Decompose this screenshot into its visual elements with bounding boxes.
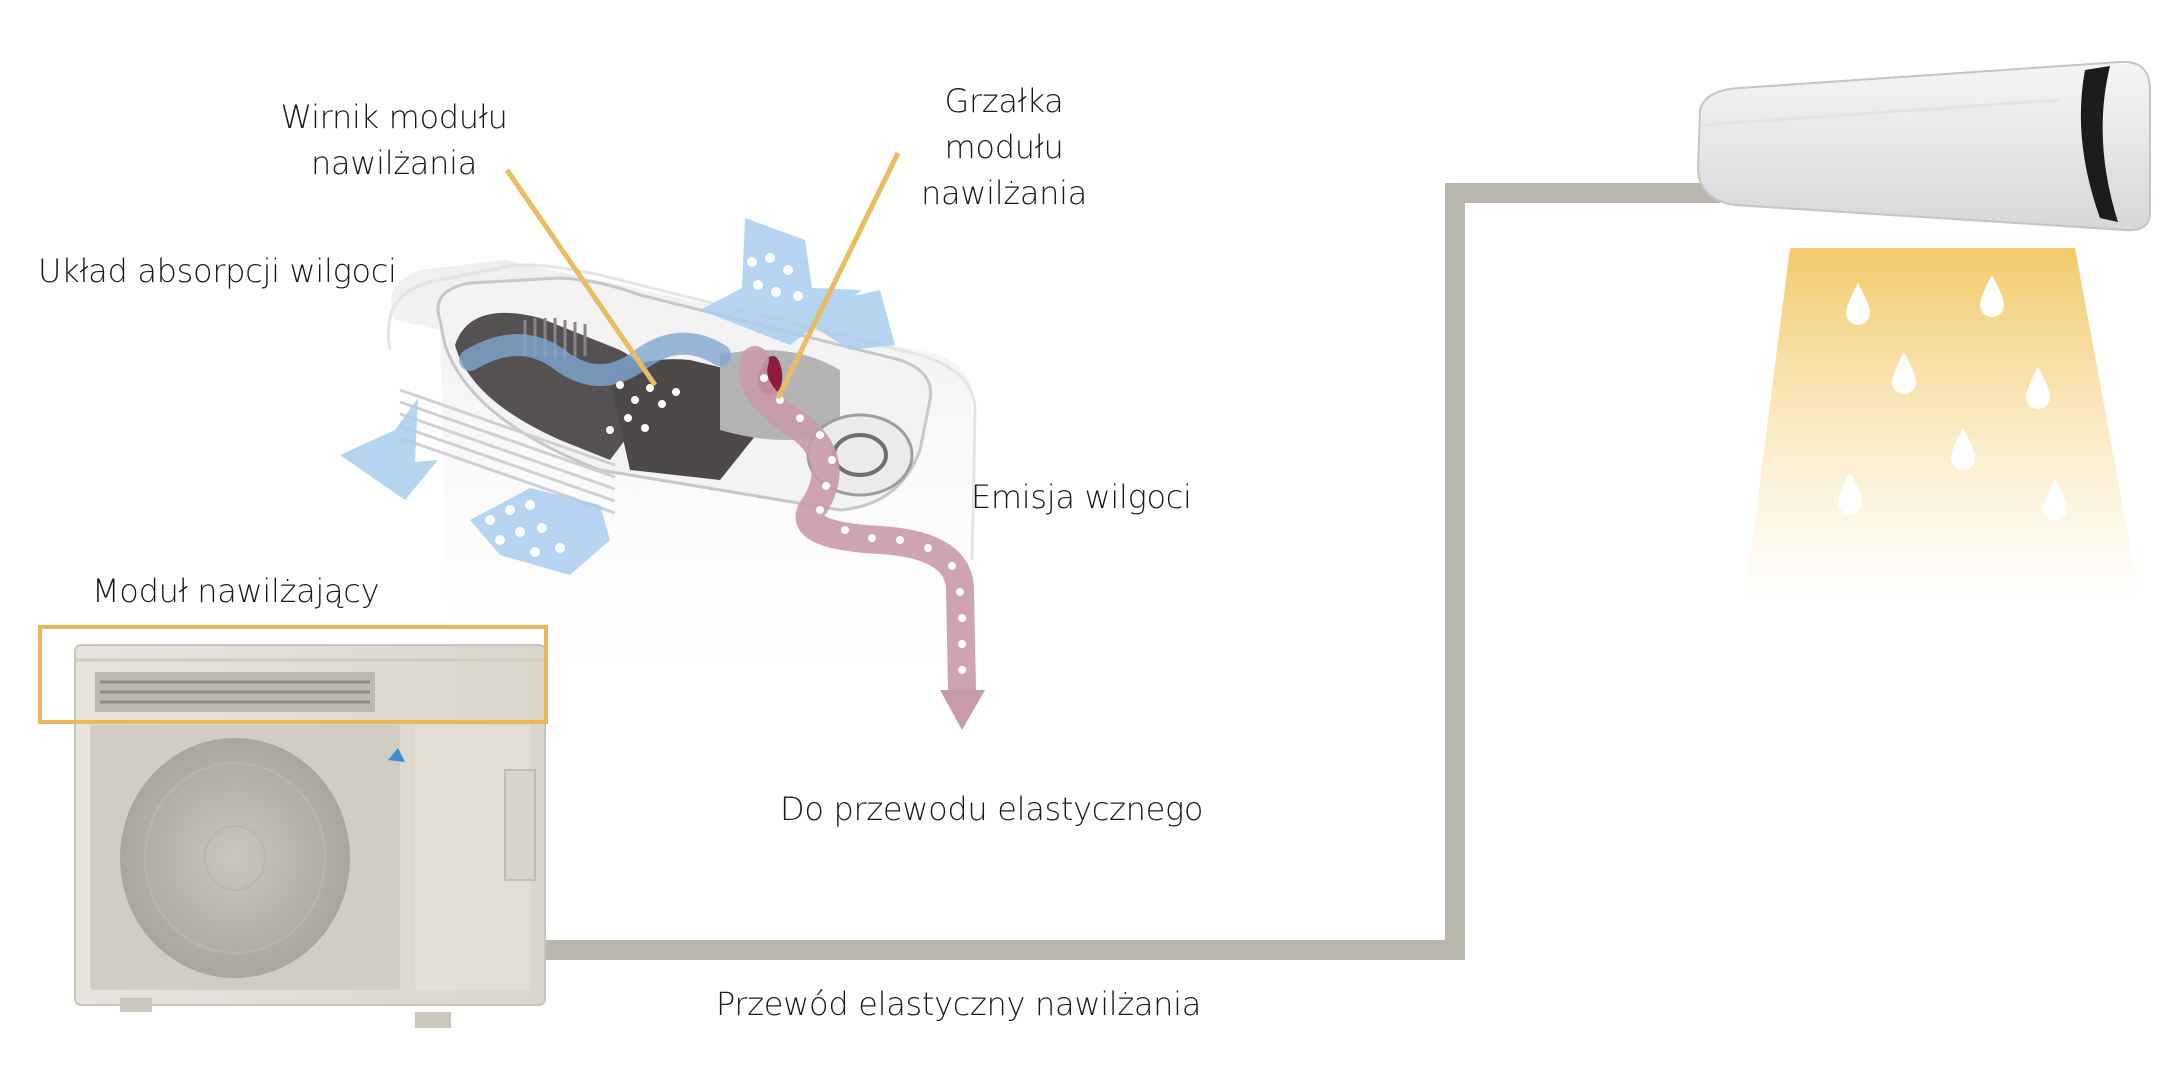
rotor-label-line1: Wirnik modułu bbox=[280, 98, 508, 136]
heater-callout-line bbox=[775, 151, 901, 400]
module-highlight-box bbox=[38, 625, 548, 724]
rotor-label: Wirnik modułu nawilżania bbox=[280, 94, 507, 186]
rotor-callout-line bbox=[504, 168, 658, 387]
heater-label-line1: Grzałka bbox=[944, 82, 1064, 120]
absorption-label: Układ absorpcji wilgoci bbox=[38, 252, 397, 290]
humidification-hose bbox=[545, 183, 1720, 960]
moisture-dots bbox=[760, 374, 966, 674]
heater-label: Grzałka modułu nawilżania bbox=[921, 78, 1087, 216]
moisture-flow-arrowhead bbox=[940, 690, 985, 730]
humid-air-beam bbox=[1745, 248, 2140, 600]
air-flow-dots bbox=[485, 253, 803, 557]
moisture-flow bbox=[739, 346, 976, 704]
outdoor-unit-icon bbox=[74, 644, 546, 1028]
water-drop-icon bbox=[1838, 275, 2067, 521]
module-label: Moduł nawilżający bbox=[92, 572, 380, 610]
hose-label: Przewód elastyczny nawilżania bbox=[716, 985, 1202, 1023]
emission-label: Emisja wilgoci bbox=[971, 478, 1192, 516]
heater-label-line3: nawilżania bbox=[920, 174, 1088, 212]
heater-label-line2: modułu bbox=[944, 128, 1064, 166]
indoor-unit-icon bbox=[1696, 60, 2151, 232]
rotor-dots bbox=[606, 381, 680, 434]
rotor-label-line2: nawilżania bbox=[310, 144, 478, 182]
to-hose-label: Do przewodu elastycznego bbox=[780, 790, 1204, 828]
